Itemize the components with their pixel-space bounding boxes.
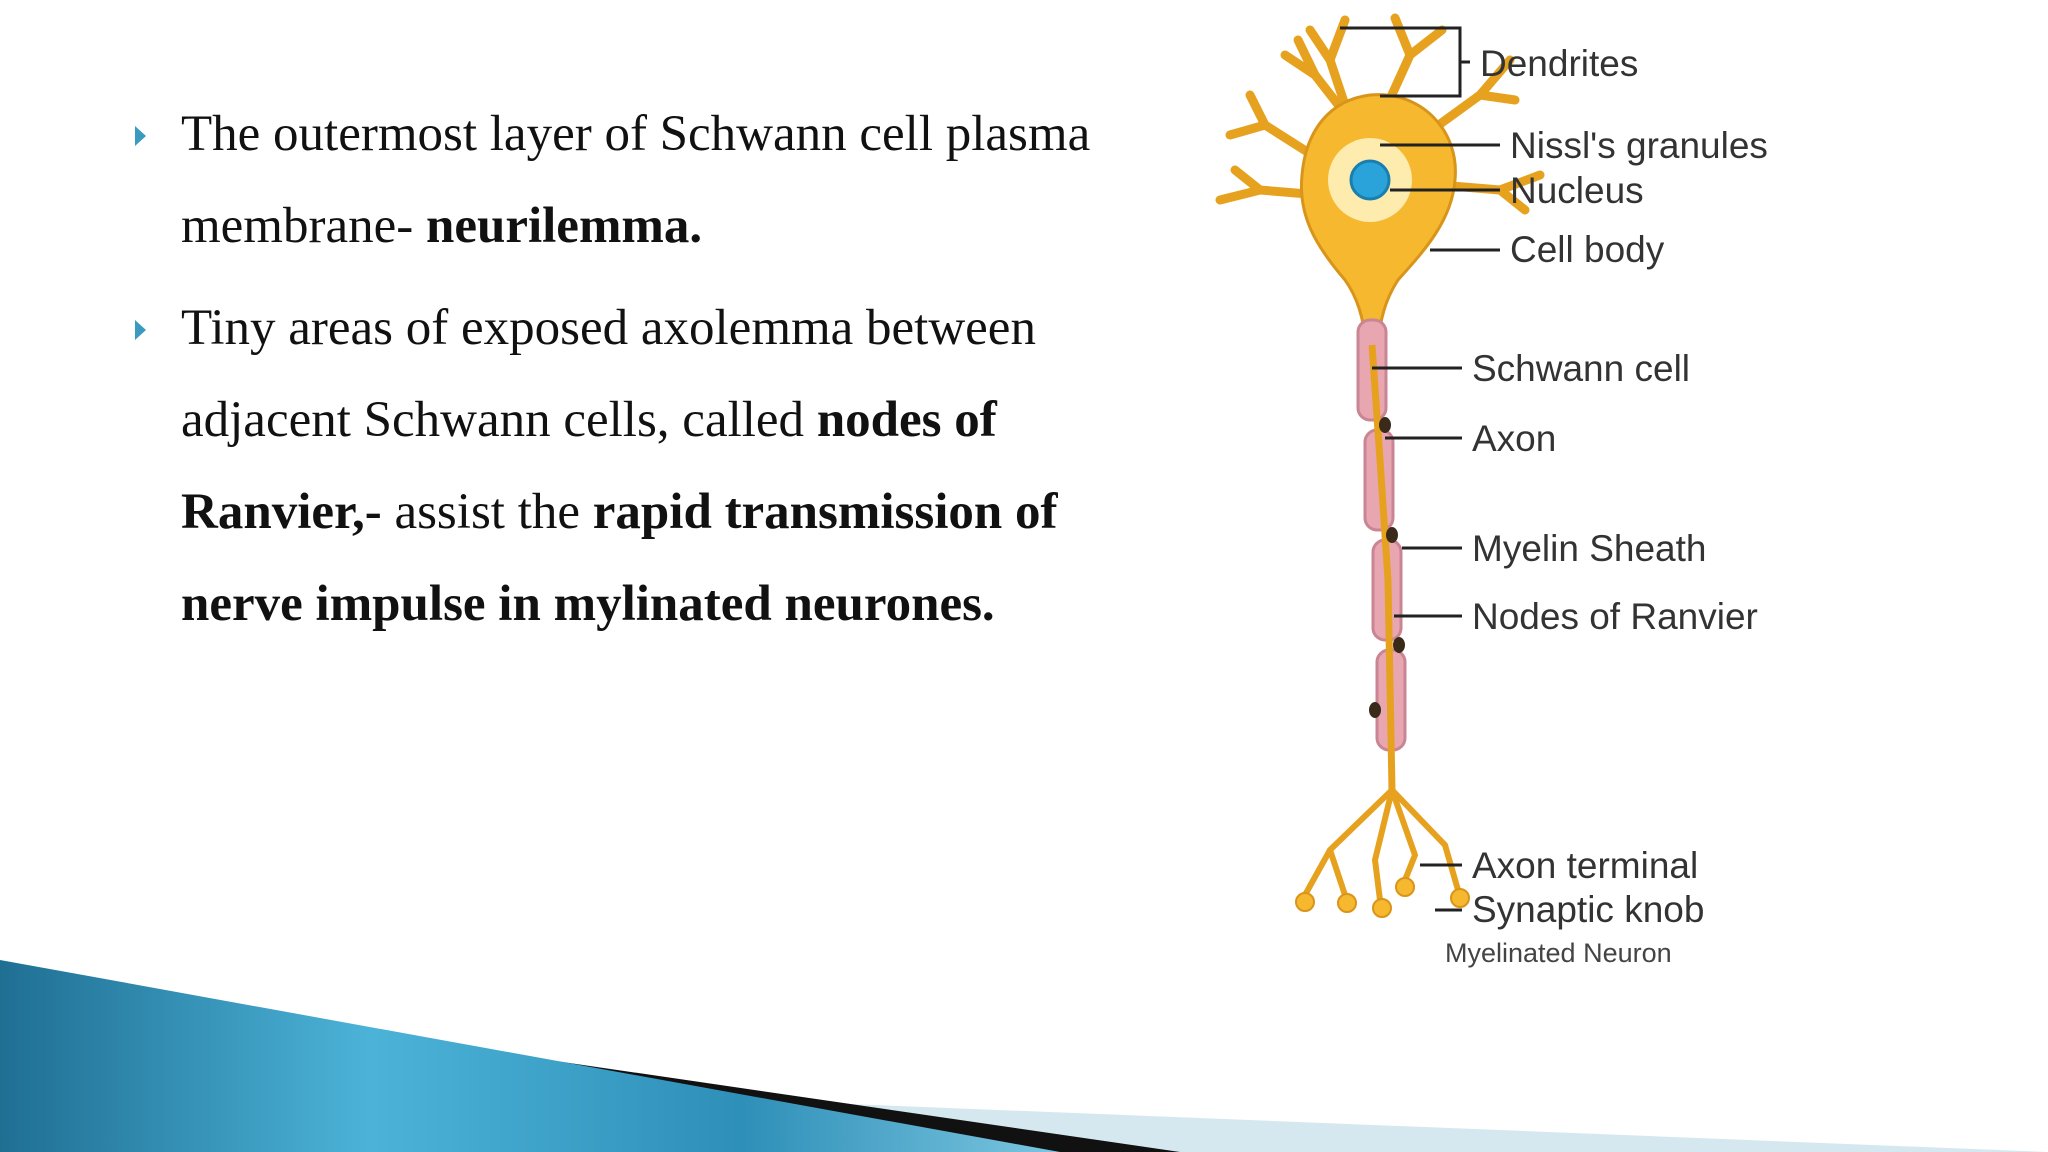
bullet-arrow-icon <box>135 126 146 146</box>
axon-terminal-shape <box>1302 787 1461 903</box>
label-nucleus: Nucleus <box>1510 170 1644 211</box>
axon-shape <box>1368 344 1396 791</box>
nucleus-shape <box>1349 159 1391 201</box>
bullet-arrow-icon <box>135 320 146 340</box>
term-nodes-of-ranvier: nodes of Ranvier,- <box>181 392 997 540</box>
figure-caption: Myelinated Neuron <box>1445 938 1672 968</box>
node-of-ranvier-marks <box>1369 417 1405 718</box>
label-dendrites: Dendrites <box>1480 43 1638 84</box>
label-schwann-cell: Schwann cell <box>1472 348 1690 389</box>
label-nissl-granules: Nissl's granules <box>1510 125 1768 166</box>
label-myelin-sheath: Myelin Sheath <box>1472 528 1706 569</box>
label-axon-terminal: Axon terminal <box>1472 845 1698 886</box>
bullet-item: Tiny areas of exposed axolemma between a… <box>135 282 1145 650</box>
bullet-text-2a: Tiny areas of exposed axolemma between a… <box>181 300 1036 448</box>
synaptic-knobs <box>1295 877 1470 918</box>
corner-decoration <box>0 960 2048 1152</box>
leader-lines <box>1340 26 1500 912</box>
label-synaptic-knob: Synaptic knob <box>1472 889 1704 930</box>
bullet-text-2c: assist the <box>394 484 593 540</box>
bullet-list: The outermost layer of Schwann cell plas… <box>135 88 1145 660</box>
bullet-item: The outermost layer of Schwann cell plas… <box>135 88 1145 272</box>
term-neurilemma: neurilemma. <box>425 198 703 254</box>
neuron-diagram: Dendrites Nissl's granules Nucleus Cell … <box>1180 0 1940 990</box>
label-axon: Axon <box>1472 418 1556 459</box>
label-nodes-of-ranvier: Nodes of Ranvier <box>1472 596 1758 637</box>
term-rapid-transmission: rapid transmission of nerve impulse in m… <box>181 484 1058 632</box>
bullet-text-1a: The outermost layer of Schwann cell plas… <box>181 106 1091 254</box>
label-cell-body: Cell body <box>1510 229 1665 270</box>
